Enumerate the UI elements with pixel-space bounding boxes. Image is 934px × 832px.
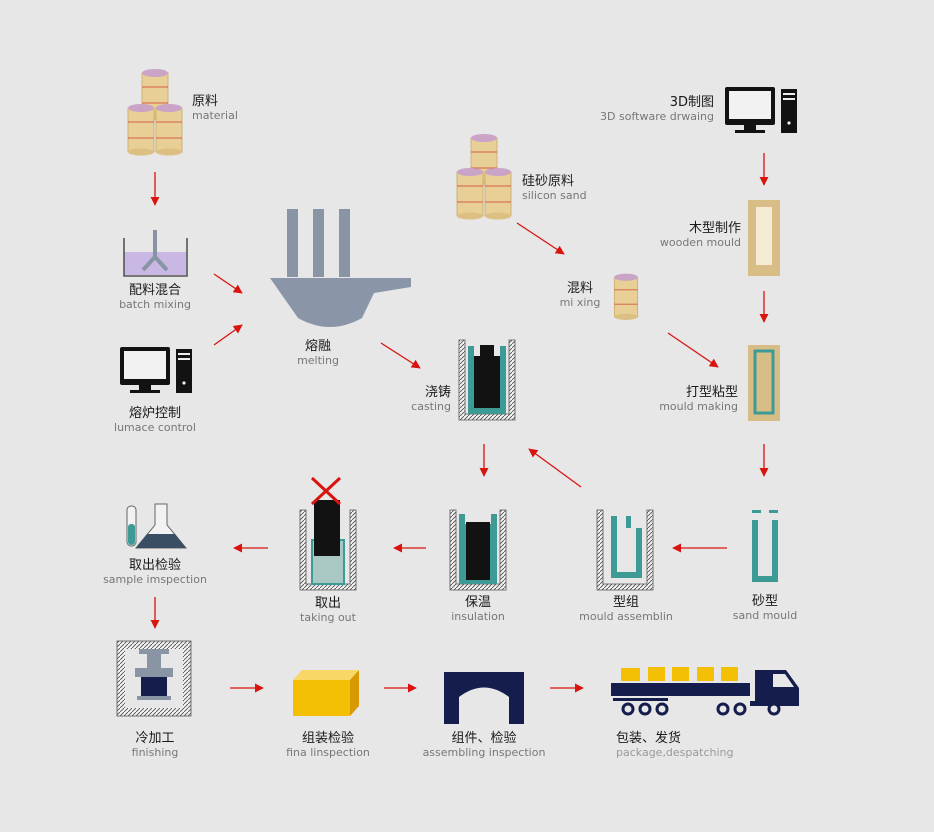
label-furnace-en: lumace control xyxy=(114,420,196,434)
label-sample-en: sample imspection xyxy=(103,572,207,586)
label-mould-zh: 打型粘型 xyxy=(685,385,738,400)
label-package-en: package,despatching xyxy=(616,745,734,759)
mould-assembling-icon xyxy=(596,509,654,591)
arrow-assemble-to-casting xyxy=(528,448,582,488)
label-drawing: 3D制图 3D software drwaing xyxy=(580,95,714,124)
sample-inspection-icon xyxy=(126,503,188,549)
furnace-computer-icon xyxy=(120,347,192,393)
label-mould: 打型粘型 mould making xyxy=(640,385,738,414)
label-wooden-en: wooden mould xyxy=(659,235,741,249)
label-sand-zh: 砂型 xyxy=(751,594,778,609)
label-assembling-zh: 组件、检验 xyxy=(451,731,517,746)
label-furnace-zh: 熔炉控制 xyxy=(128,406,181,421)
flow-arrows xyxy=(150,153,769,693)
batch-mixing-tank-icon xyxy=(123,230,188,277)
arrow-batch-to-melting xyxy=(213,273,243,294)
label-assemble: 型组 mould assemblin xyxy=(566,595,686,624)
sand-mould-icon xyxy=(752,510,778,582)
casting-icon xyxy=(458,339,516,421)
melting-furnace-icon xyxy=(270,209,411,327)
label-insulation-en: insulation xyxy=(451,609,505,623)
silicon-sand-barrels-icon xyxy=(456,133,512,220)
label-silicon: 硅砂原料 silicon sand xyxy=(522,174,587,203)
label-casting-en: casting xyxy=(411,399,451,413)
label-silicon-en: silicon sand xyxy=(522,188,587,202)
label-batch-en: batch mixing xyxy=(119,297,191,311)
label-sand: 砂型 sand mould xyxy=(724,594,806,623)
label-insulation-zh: 保温 xyxy=(464,595,491,610)
arrow-melting-to-casting xyxy=(380,342,421,369)
label-silicon-zh: 硅砂原料 xyxy=(522,174,575,189)
label-final: 组装检验 fina linspection xyxy=(272,731,384,760)
label-melting: 熔融 melting xyxy=(288,339,348,368)
label-material-en: material xyxy=(192,108,238,122)
label-drawing-en: 3D software drwaing xyxy=(600,109,714,123)
taking-out-icon xyxy=(299,476,357,591)
label-final-zh: 组装检验 xyxy=(301,731,354,746)
label-insulation: 保温 insulation xyxy=(438,595,518,624)
label-wooden: 木型制作 wooden mould xyxy=(640,221,741,250)
final-inspection-box-icon xyxy=(293,670,359,716)
label-casting-zh: 浇铸 xyxy=(424,385,451,400)
mixing-barrel-icon xyxy=(613,273,639,321)
label-mould-en: mould making xyxy=(659,399,738,413)
label-mixing-en: mi xing xyxy=(559,295,601,309)
truck-icon xyxy=(611,667,799,716)
insulation-icon xyxy=(449,509,507,591)
drawing-computer-icon xyxy=(725,87,797,133)
label-taking: 取出 taking out xyxy=(288,596,368,625)
label-material-zh: 原料 xyxy=(192,94,219,109)
mould-making-icon xyxy=(748,345,780,421)
label-drawing-zh: 3D制图 xyxy=(669,95,714,110)
arrow-mixing-to-mould xyxy=(667,332,719,368)
label-melting-en: melting xyxy=(297,353,339,367)
label-furnace: 熔炉控制 lumace control xyxy=(105,406,205,435)
label-taking-zh: 取出 xyxy=(314,596,341,611)
label-final-en: fina linspection xyxy=(286,745,370,759)
label-mixing-zh: 混料 xyxy=(566,281,593,296)
label-mixing: 混料 mi xing xyxy=(550,281,610,310)
arrow-furnace-to-melting xyxy=(213,324,243,346)
wooden-mould-icon xyxy=(748,200,780,276)
label-finishing-en: finishing xyxy=(131,745,179,759)
label-package: 包装、发货 package,despatching xyxy=(616,731,734,760)
label-sand-en: sand mould xyxy=(732,608,798,622)
label-batch-zh: 配料混合 xyxy=(128,283,181,298)
arrow-silicon-to-mixing xyxy=(516,222,565,255)
label-finishing-zh: 冷加工 xyxy=(135,731,175,746)
label-melting-zh: 熔融 xyxy=(304,339,331,354)
label-sample: 取出检验 sample imspection xyxy=(95,558,215,587)
label-finishing: 冷加工 finishing xyxy=(115,731,195,760)
label-material: 原料 material xyxy=(192,94,238,123)
label-casting: 浇铸 casting xyxy=(400,385,451,414)
label-assembling-en: assembling inspection xyxy=(422,745,546,759)
finishing-icon xyxy=(116,640,192,717)
label-assemble-en: mould assemblin xyxy=(579,609,673,623)
label-batch: 配料混合 batch mixing xyxy=(105,283,205,312)
material-barrels-icon xyxy=(127,68,183,156)
label-wooden-zh: 木型制作 xyxy=(688,221,741,236)
assembling-inspection-icon xyxy=(444,672,524,724)
label-assembling: 组件、检验 assembling inspection xyxy=(414,731,554,760)
label-package-zh: 包装、发货 xyxy=(616,731,682,746)
label-assemble-zh: 型组 xyxy=(612,595,639,610)
label-sample-zh: 取出检验 xyxy=(128,558,181,573)
label-taking-en: taking out xyxy=(300,610,356,624)
